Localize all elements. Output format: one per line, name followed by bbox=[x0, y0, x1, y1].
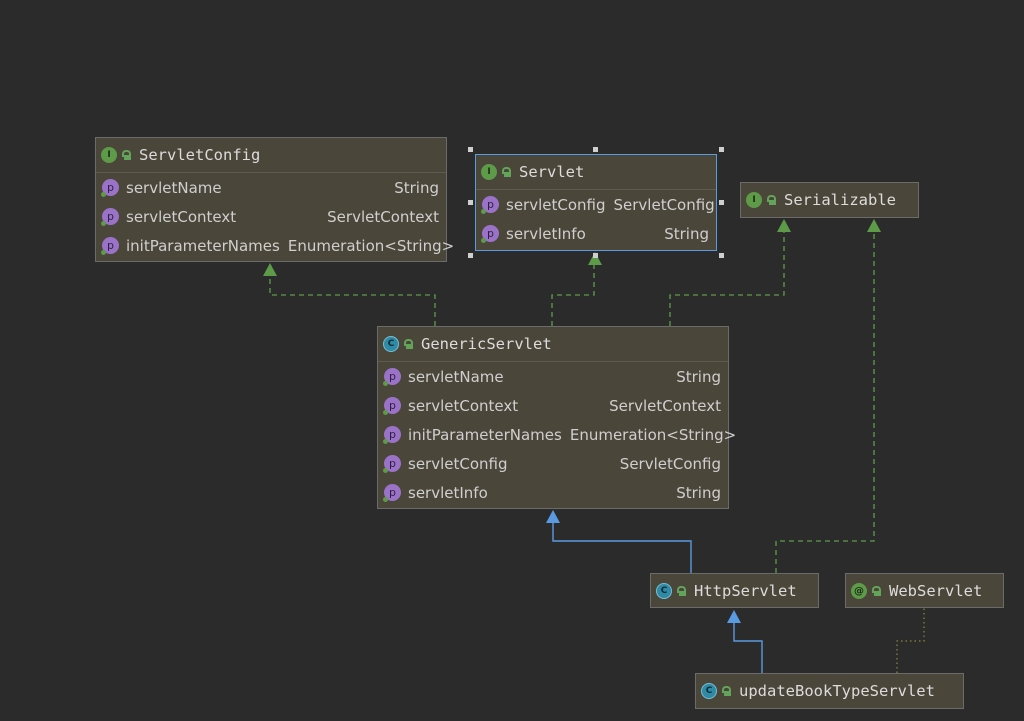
member-type: ServletContext bbox=[609, 396, 721, 415]
node-title: HttpServlet bbox=[694, 582, 797, 600]
property-icon: p bbox=[383, 426, 401, 444]
lock-icon bbox=[501, 167, 511, 177]
member-name: servletContext bbox=[408, 396, 519, 415]
member-row: p servletConfig ServletConfig bbox=[476, 190, 716, 219]
class-icon: C bbox=[656, 583, 672, 599]
member-row: p servletName String bbox=[96, 173, 446, 202]
interface-icon: I bbox=[746, 192, 762, 208]
member-row: p servletConfig ServletConfig bbox=[378, 449, 728, 478]
interface-icon: I bbox=[101, 147, 117, 163]
arrowhead-servlet bbox=[588, 252, 602, 265]
property-icon: p bbox=[101, 237, 119, 255]
node-servlet-config[interactable]: I ServletConfig p servletName String p s… bbox=[95, 137, 454, 262]
node-header: I Servlet bbox=[476, 155, 716, 190]
property-icon: p bbox=[101, 179, 119, 197]
class-icon: C bbox=[701, 683, 717, 699]
resize-handle-top-right[interactable] bbox=[719, 147, 724, 152]
member-name: initParameterNames bbox=[126, 236, 280, 255]
lock-icon bbox=[766, 195, 776, 205]
edge-http-servlet-extends-generic-servlet bbox=[552, 522, 692, 573]
node-title: GenericServlet bbox=[421, 335, 552, 353]
property-icon: p bbox=[101, 208, 119, 226]
resize-handle-top[interactable] bbox=[593, 147, 598, 152]
member-type: Enumeration<String> bbox=[287, 236, 455, 255]
arrowhead-serializable-left bbox=[777, 219, 791, 232]
resize-handle-left[interactable] bbox=[468, 200, 473, 205]
node-title: Servlet bbox=[519, 163, 585, 181]
member-name: initParameterNames bbox=[408, 425, 562, 444]
edge-generic-servlet-implements-servlet-config bbox=[269, 274, 436, 326]
node-title: WebServlet bbox=[889, 582, 983, 600]
member-name: servletContext bbox=[126, 207, 237, 226]
node-http-servlet[interactable]: C HttpServlet bbox=[650, 573, 819, 608]
lock-icon bbox=[721, 686, 731, 696]
node-web-servlet[interactable]: @ WebServlet bbox=[845, 573, 1004, 608]
property-icon: p bbox=[383, 455, 401, 473]
member-name: servletInfo bbox=[506, 224, 586, 243]
member-name: servletConfig bbox=[506, 195, 606, 214]
member-row: p servletContext ServletContext bbox=[96, 202, 446, 231]
member-type: ServletConfig bbox=[619, 454, 721, 473]
member-row: p servletInfo String bbox=[378, 478, 728, 507]
member-row: p servletInfo String bbox=[476, 219, 716, 248]
member-type: ServletConfig bbox=[613, 195, 715, 214]
lock-icon bbox=[676, 586, 686, 596]
resize-handle-right[interactable] bbox=[719, 200, 724, 205]
node-title: ServletConfig bbox=[139, 146, 261, 164]
resize-handle-bottom[interactable] bbox=[593, 253, 598, 258]
arrowhead-generic-servlet bbox=[546, 510, 560, 523]
arrowhead-servlet-config bbox=[263, 263, 277, 276]
node-header: C updateBookTypeServlet bbox=[696, 674, 963, 708]
node-header: I Serializable bbox=[741, 183, 918, 217]
property-icon: p bbox=[481, 196, 499, 214]
member-name: servletConfig bbox=[408, 454, 508, 473]
member-name: servletName bbox=[126, 178, 222, 197]
resize-handle-top-left[interactable] bbox=[468, 147, 473, 152]
member-row: p servletName String bbox=[378, 362, 728, 391]
member-row: p initParameterNames Enumeration<String> bbox=[378, 420, 736, 449]
node-serializable[interactable]: I Serializable bbox=[740, 182, 919, 218]
node-header: I ServletConfig bbox=[96, 138, 446, 173]
property-icon: p bbox=[383, 484, 401, 502]
interface-icon: I bbox=[481, 164, 497, 180]
class-icon: C bbox=[383, 336, 399, 352]
property-icon: p bbox=[383, 368, 401, 386]
node-generic-servlet[interactable]: C GenericServlet p servletName String p … bbox=[377, 326, 736, 509]
node-header: @ WebServlet bbox=[846, 574, 1003, 608]
lock-icon bbox=[871, 586, 881, 596]
edge-generic-servlet-implements-servlet bbox=[551, 264, 595, 326]
member-type: String bbox=[676, 483, 721, 502]
edge-update-servlet-extends-http-servlet bbox=[733, 622, 763, 673]
lock-icon bbox=[403, 339, 413, 349]
node-servlet[interactable]: I Servlet p servletConfig ServletConfig … bbox=[475, 154, 717, 251]
node-title: updateBookTypeServlet bbox=[739, 682, 935, 700]
arrowhead-serializable-right bbox=[867, 219, 881, 232]
member-name: servletInfo bbox=[408, 483, 488, 502]
resize-handle-bottom-left[interactable] bbox=[468, 253, 473, 258]
member-type: String bbox=[664, 224, 709, 243]
node-title: Serializable bbox=[784, 191, 896, 209]
member-type: String bbox=[676, 367, 721, 386]
lock-icon bbox=[121, 150, 131, 160]
node-header: C HttpServlet bbox=[651, 574, 818, 608]
node-update-book-type-servlet[interactable]: C updateBookTypeServlet bbox=[695, 673, 964, 709]
member-row: p servletContext ServletContext bbox=[378, 391, 728, 420]
property-icon: p bbox=[383, 397, 401, 415]
member-name: servletName bbox=[408, 367, 504, 386]
member-type: String bbox=[394, 178, 439, 197]
member-row: p initParameterNames Enumeration<String> bbox=[96, 231, 454, 260]
resize-handle-bottom-right[interactable] bbox=[719, 253, 724, 258]
annotation-icon: @ bbox=[851, 583, 867, 599]
arrowhead-http-servlet bbox=[727, 610, 741, 623]
member-type: ServletContext bbox=[327, 207, 439, 226]
edge-update-servlet-annotated-web-servlet bbox=[896, 608, 925, 673]
member-type: Enumeration<String> bbox=[569, 425, 737, 444]
node-header: C GenericServlet bbox=[378, 327, 728, 362]
property-icon: p bbox=[481, 225, 499, 243]
edge-http-servlet-implements-serializable bbox=[775, 231, 875, 573]
